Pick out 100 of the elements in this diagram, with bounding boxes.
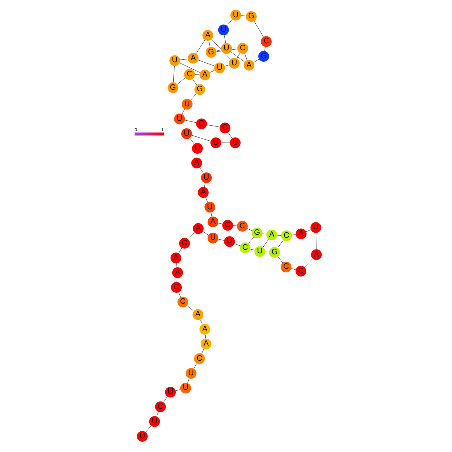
connector [290,268,296,270]
connector [176,278,178,282]
connector [246,228,252,232]
node-circle: C [219,122,230,134]
connector [228,132,232,139]
node-circle: A [296,228,306,240]
connector [178,248,182,254]
connector [192,78,197,86]
connector [210,212,212,218]
connector [216,50,222,52]
connector [190,94,196,101]
connector [176,78,186,85]
node-circle: G [194,84,205,96]
connector [184,120,196,124]
node-circle: U [180,382,191,394]
node-circle: U [230,10,241,21]
node-circle: C [222,220,233,231]
node-circle: C [237,43,248,54]
node-circle: U [214,62,225,74]
node-circle: U [230,138,240,148]
connector [206,124,220,128]
connector [175,390,180,392]
connector [220,142,230,144]
connector [224,35,226,44]
node-circle: A [199,324,210,335]
connector [226,19,232,26]
node-circle: A [188,53,198,64]
connector [208,40,210,48]
node-circle: G [167,82,178,94]
node-circle: U [218,24,229,36]
node-circle: A [172,268,183,278]
connector [218,239,224,241]
node-circle: U [310,222,321,234]
connector [145,426,152,433]
node-circle: U [174,114,185,125]
connector [179,62,200,73]
connector [264,46,266,52]
node-circle: U [180,128,192,140]
node-circle: A [192,309,204,320]
connector [204,183,206,188]
node-circle: C [239,242,250,254]
node-circle: U [207,232,218,244]
connector [204,334,206,339]
connector [254,21,264,38]
node-circle: U [185,368,196,379]
connector [211,39,230,60]
node-circle: U [204,202,215,213]
node-circle: U [182,99,192,110]
connector [187,378,190,384]
node-circle: U [136,431,148,442]
connector [236,53,240,60]
node-circle: U [254,246,265,258]
node-circle: G [205,47,216,58]
node-circle: A [310,250,322,260]
connector [276,235,281,236]
connector [163,396,168,403]
node-circle: C [178,238,190,249]
node-circle: A [200,338,212,350]
connector [188,232,194,240]
connector [176,263,177,268]
node-circle: C [194,354,205,364]
connector [248,237,254,244]
node-circle: C [177,296,188,308]
connector [196,40,205,54]
connector [198,60,214,66]
node-circle: A [243,60,254,71]
node-circle: U [164,386,176,398]
connector [156,412,158,417]
connector [250,249,254,251]
connector [186,306,194,312]
node-circle: A [266,230,277,241]
node-circle: G [251,228,262,239]
connector [253,59,259,63]
connector [178,292,181,298]
connector [193,364,197,370]
node-circle: C [280,230,292,242]
connector [315,233,316,250]
node-circle: U [228,58,240,69]
node-circle: U [224,236,235,248]
node-circle: G [268,247,280,258]
connector [306,230,311,232]
node-circle: U [220,43,232,54]
node-circle: A [198,187,208,198]
node-circle: G [258,51,269,62]
connector [230,52,245,63]
node-circle: A [192,223,204,234]
node-circle: A [199,70,210,80]
connector [277,240,284,248]
connector [262,234,266,235]
node-circle: U [148,416,160,428]
connector [199,168,204,174]
node-circle: U [192,143,203,154]
node-circle: C [184,69,195,80]
node-circle: A [191,158,202,169]
node-circle: A [170,252,182,264]
connector [291,234,296,236]
connector [277,256,283,264]
connector [264,252,270,253]
connector [191,135,211,142]
connector [244,53,248,61]
